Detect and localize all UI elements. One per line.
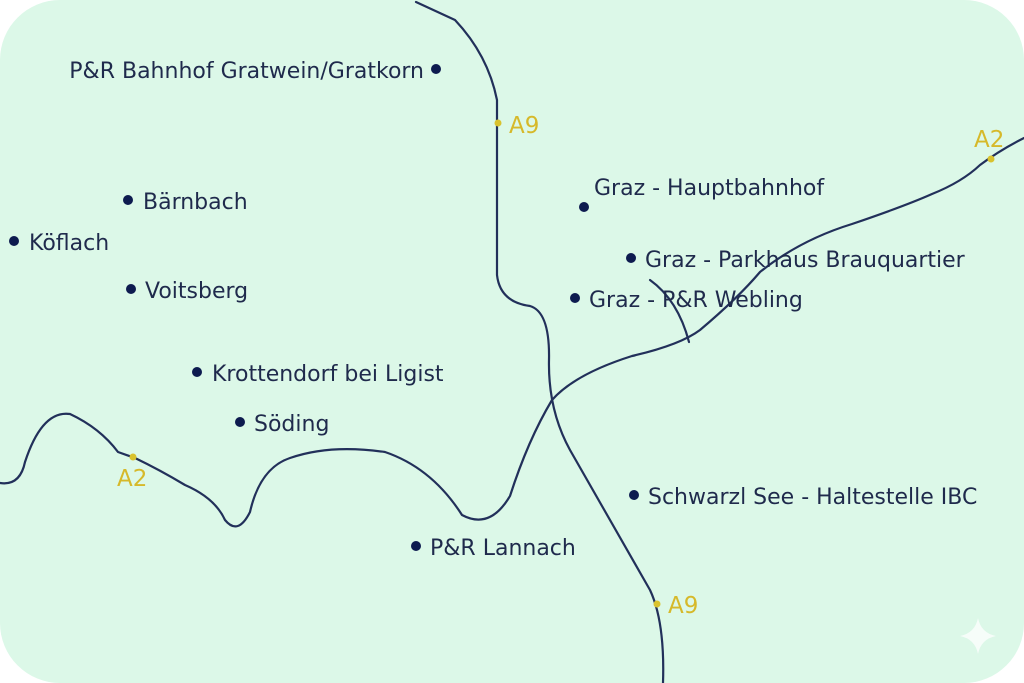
place-gratwein-gratkorn[interactable]: P&R Bahnhof Gratwein/Gratkorn [69, 59, 441, 84]
place-voitsberg[interactable]: Voitsberg [126, 279, 248, 304]
road-a2 [0, 136, 1024, 528]
place-label: Graz - P&R Webling [589, 288, 803, 313]
place-graz-brauquartier[interactable]: Graz - Parkhaus Brauquartier [626, 248, 966, 273]
highway-marker-a9-north: A9 [494, 113, 539, 139]
highway-label: A2 [117, 466, 147, 492]
place-label: Bärnbach [143, 190, 248, 215]
road-branch [648, 278, 691, 344]
place-label: P&R Lannach [430, 536, 576, 561]
place-label: Köflach [29, 231, 109, 256]
sparkle-icon [960, 618, 996, 654]
place-label: Graz - Parkhaus Brauquartier [645, 248, 966, 273]
highway-marker-a9-south: A9 [653, 593, 698, 619]
place-soeding[interactable]: Söding [235, 412, 329, 437]
place-baernbach[interactable]: Bärnbach [123, 190, 248, 215]
place-schwarzl-see[interactable]: Schwarzl See - Haltestelle IBC [629, 485, 977, 510]
place-krottendorf[interactable]: Krottendorf bei Ligist [192, 362, 444, 387]
place-koeflach[interactable]: Köflach [9, 231, 109, 256]
highway-marker-a2-east: A2 [974, 127, 1004, 163]
highway-label: A9 [668, 593, 698, 619]
place-label: Voitsberg [145, 279, 248, 304]
highway-label: A2 [974, 127, 1004, 153]
place-lannach[interactable]: P&R Lannach [411, 536, 576, 561]
road-a9 [414, 0, 665, 683]
highway-label: A9 [509, 113, 539, 139]
place-label: Graz - Hauptbahnhof [594, 176, 825, 201]
place-label: Söding [254, 412, 329, 437]
place-label: P&R Bahnhof Gratwein/Gratkorn [69, 59, 424, 84]
place-graz-webling[interactable]: Graz - P&R Webling [570, 288, 803, 313]
place-graz-hauptbahnhof[interactable]: Graz - Hauptbahnhof [579, 176, 825, 212]
place-label: Krottendorf bei Ligist [212, 362, 444, 387]
place-label: Schwarzl See - Haltestelle IBC [648, 485, 977, 510]
highway-marker-a2-west: A2 [117, 453, 147, 492]
